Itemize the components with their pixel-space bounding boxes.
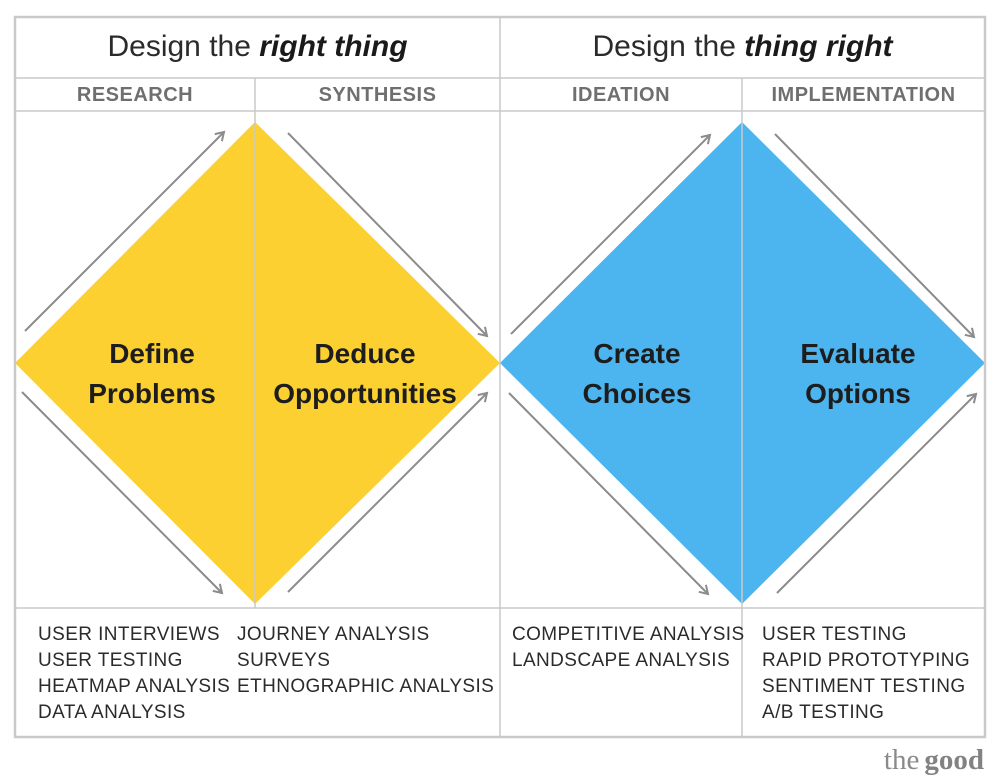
implementation-activities-list: USER TESTING RAPID PROTOTYPING SENTIMENT… — [762, 622, 970, 726]
list-item: A/B TESTING — [762, 702, 885, 723]
arrow-converge-up-right — [776, 392, 978, 594]
arrow-converge-down-right — [774, 133, 976, 339]
list-item: SURVEYS — [237, 650, 331, 671]
label-create-choices: Create Choices — [517, 334, 757, 414]
column-header-ideation: IDEATION — [571, 84, 671, 106]
label-define-problems: Define Problems — [32, 334, 272, 414]
synthesis-activities-list: JOURNEY ANALYSIS SURVEYS ETHNOGRAPHIC AN… — [237, 622, 494, 700]
arrow-diverge-up-right — [510, 133, 712, 335]
label-evaluate-options: Evaluate Options — [738, 334, 978, 414]
label-line: Evaluate — [800, 338, 916, 369]
arrow-diverge-up-left — [24, 130, 226, 332]
left-title-emphasis: right thing — [259, 30, 408, 63]
label-line: Options — [805, 378, 911, 409]
list-item: USER TESTING — [762, 624, 907, 645]
grid-lines — [13, 15, 987, 739]
label-line: Choices — [582, 378, 692, 409]
research-activities-list: USER INTERVIEWS USER TESTING HEATMAP ANA… — [38, 622, 230, 726]
list-item: RAPID PROTOTYPING — [762, 650, 971, 671]
label-line: Deduce — [314, 338, 416, 369]
discover-define-diamond — [15, 122, 500, 604]
left-title: Design the right thing — [15, 27, 500, 67]
label-line: Problems — [88, 378, 216, 409]
list-item: JOURNEY ANALYSIS — [237, 624, 430, 645]
list-item: USER TESTING — [38, 650, 183, 671]
label-line: Opportunities — [273, 378, 457, 409]
right-title-regular: Design the — [592, 30, 745, 63]
list-item: DATA ANALYSIS — [38, 702, 186, 723]
list-item: USER INTERVIEWS — [38, 624, 220, 645]
label-line: Define — [109, 338, 195, 369]
list-item: COMPETITIVE ANALYSIS — [512, 624, 745, 645]
list-item: SENTIMENT TESTING — [762, 676, 966, 697]
ideation-activities-list: COMPETITIVE ANALYSIS LANDSCAPE ANALYSIS — [512, 622, 745, 674]
flow-arrows — [21, 130, 978, 596]
list-item: LANDSCAPE ANALYSIS — [512, 650, 731, 671]
list-item: ETHNOGRAPHIC ANALYSIS — [237, 676, 495, 697]
arrow-converge-up-left — [287, 391, 489, 593]
arrow-diverge-down-right — [508, 392, 710, 596]
right-title: Design the thing right — [500, 27, 985, 67]
right-title-emphasis: thing right — [744, 30, 893, 63]
list-item: HEATMAP ANALYSIS — [38, 676, 231, 697]
label-line: Create — [593, 338, 681, 369]
column-header-research: RESEARCH — [76, 84, 194, 106]
column-header-implementation: IMPLEMENTATION — [771, 84, 956, 106]
label-deduce-opportunities: Deduce Opportunities — [245, 334, 485, 414]
left-title-regular: Design the — [107, 30, 260, 63]
column-header-synthesis: SYNTHESIS — [318, 84, 437, 106]
logo-word-the: the — [883, 744, 920, 776]
arrow-diverge-down-left — [21, 391, 224, 595]
logo-word-good: good — [924, 744, 984, 776]
arrow-converge-down-left — [287, 132, 489, 338]
